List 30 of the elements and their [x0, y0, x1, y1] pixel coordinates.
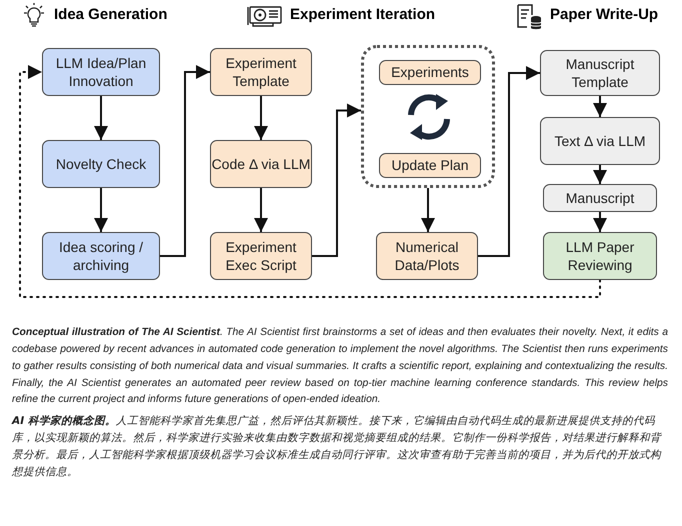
arrow	[421, 188, 435, 232]
arrow	[593, 212, 607, 232]
caption: AI 科学家的概念图。人工智能科学家首先集思广益，然后评估其新颖性。接下来，它编辑由自动代码生成的最新进展提供支持的代码库，以实现新颖的算法。然后，科学家进行实验来收集由数字数据和视觉摘要组成的结果。它制作一份科学报告，对结果进行解释和背景分析。最后，人工智能科学家根据顶级机器学习会议标准生成自动同行评审。这次审查有助于完善当前的项目，并为后代的开放式构想提供信息。	[12, 414, 663, 480]
process-box: Update Plan	[379, 153, 481, 178]
arrow	[593, 96, 607, 117]
process-box: Experiment Exec Script	[210, 232, 312, 280]
process-box: LLM Paper Reviewing	[543, 232, 657, 280]
arrow	[94, 188, 108, 232]
section-heading: Paper Write-Up	[550, 6, 658, 23]
process-box: LLM Idea/Plan Innovation	[42, 48, 160, 96]
arrow	[312, 104, 361, 257]
arrow	[593, 165, 607, 184]
arrow	[478, 66, 540, 257]
section-heading: Idea Generation	[54, 6, 168, 23]
process-box: Numerical Data/Plots	[376, 232, 478, 280]
arrow	[19, 65, 601, 298]
process-box: Novelty Check	[42, 140, 160, 188]
arrow	[254, 96, 268, 140]
process-box: Experiment Template	[210, 48, 312, 96]
process-box: Code Δ via LLM	[210, 140, 312, 188]
process-box: Idea scoring / archiving	[42, 232, 160, 280]
process-box: Text Δ via LLM	[540, 117, 660, 165]
process-box: Manuscript	[543, 184, 657, 212]
caption: Conceptual illustration of The AI Scientist. The AI Scientist first brainstorms a set of ideas and then evaluates their novelty. Next, it edits a codebase powered by recent advances in automated code generation to implement the novel algorithms. The Scientist then runs experiments to gather results consisting of both numerical data and visual summaries. It crafts a scientific report, explaining and contextualizing the results. Finally, the AI Scientist generates an automated peer review based on top-tier machine learning conference standards. This review helps refine the current project and informs future generations of open-ended ideation.	[12, 326, 668, 408]
process-box: Experiments	[379, 60, 481, 85]
arrow	[94, 96, 108, 140]
arrow	[254, 188, 268, 232]
arrow	[160, 65, 210, 257]
process-box: Manuscript Template	[540, 50, 660, 96]
section-heading: Experiment Iteration	[290, 6, 436, 23]
